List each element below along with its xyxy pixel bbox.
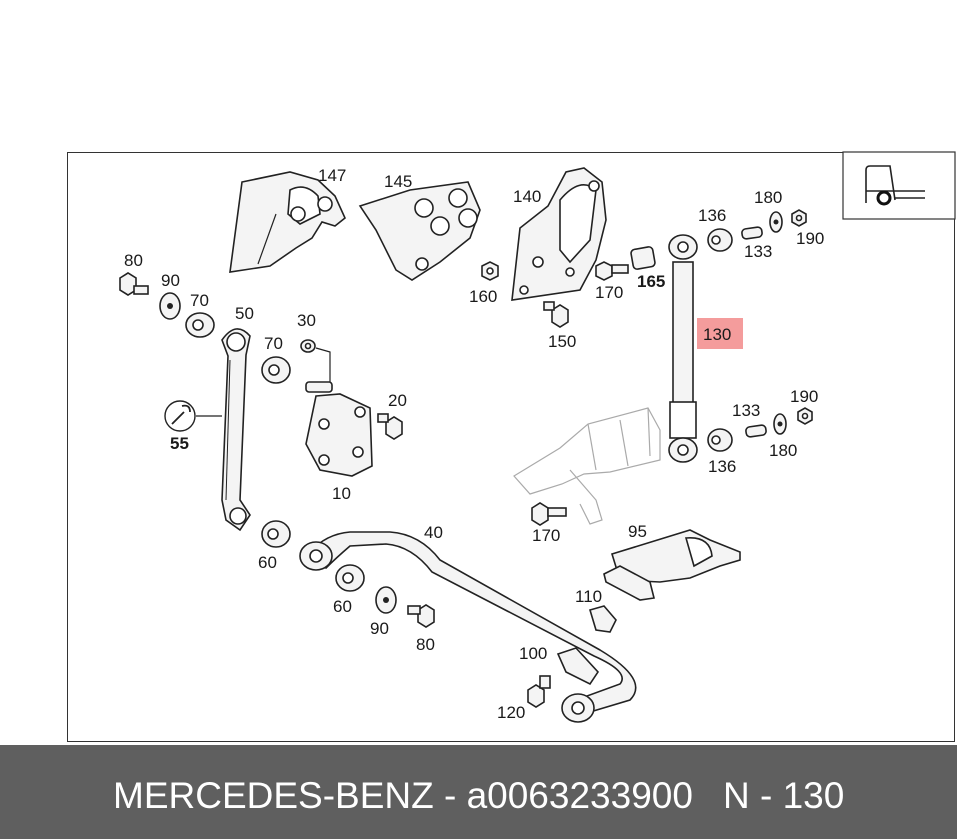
label-70-upper: 70 bbox=[190, 291, 209, 310]
bolt-80-lower[interactable] bbox=[407, 604, 435, 628]
brand-part-number: MERCEDES-BENZ - a0063233900 bbox=[113, 775, 693, 816]
sleeve-165[interactable] bbox=[630, 246, 656, 270]
label-90-lower: 90 bbox=[370, 619, 389, 638]
clamp-100[interactable] bbox=[556, 647, 600, 686]
bolt-170-upper[interactable] bbox=[595, 261, 629, 281]
label-60-middle: 60 bbox=[333, 597, 352, 616]
nut-190-lower[interactable] bbox=[797, 407, 813, 425]
lower-mount-context bbox=[513, 407, 661, 525]
sleeve-133-upper[interactable] bbox=[741, 226, 763, 240]
bushing-60-left[interactable] bbox=[261, 520, 291, 548]
washer-90-lower[interactable] bbox=[375, 586, 397, 614]
label-150: 150 bbox=[548, 332, 576, 351]
label-80-upper: 80 bbox=[124, 251, 143, 270]
bushing-70-upper[interactable] bbox=[185, 312, 215, 338]
label-120: 120 bbox=[497, 703, 525, 722]
bushing-70-middle[interactable] bbox=[261, 356, 291, 384]
label-136-upper: 136 bbox=[698, 206, 726, 225]
link-rod-50[interactable] bbox=[221, 328, 251, 532]
clamp-95[interactable] bbox=[603, 529, 741, 601]
bushing-60-middle[interactable] bbox=[335, 564, 365, 592]
washer-180-lower[interactable] bbox=[773, 413, 787, 435]
footer-bar: MERCEDES-BENZ - a0063233900 N - 130 bbox=[0, 745, 957, 839]
label-40: 40 bbox=[424, 523, 443, 542]
label-133-lower: 133 bbox=[732, 401, 760, 420]
label-130: 130 bbox=[703, 325, 731, 344]
label-165: 165 bbox=[637, 272, 665, 291]
highlight-130 bbox=[697, 318, 743, 349]
label-95: 95 bbox=[628, 522, 647, 541]
bolt-20[interactable] bbox=[377, 413, 403, 440]
label-60-left: 60 bbox=[258, 553, 277, 572]
label-180-upper: 180 bbox=[754, 188, 782, 207]
nut-190-upper[interactable] bbox=[791, 209, 807, 227]
bracket-145[interactable] bbox=[358, 181, 481, 281]
label-147: 147 bbox=[318, 166, 346, 185]
shock-absorber-130[interactable] bbox=[668, 234, 698, 463]
nut-110[interactable] bbox=[589, 605, 617, 633]
label-140: 140 bbox=[513, 187, 541, 206]
label-133-upper: 133 bbox=[744, 242, 772, 261]
label-70-middle: 70 bbox=[264, 334, 283, 353]
vehicle-locator-inset bbox=[842, 151, 956, 220]
bushing-136-lower[interactable] bbox=[707, 428, 733, 452]
label-145: 145 bbox=[384, 172, 412, 191]
label-170-lower: 170 bbox=[532, 526, 560, 545]
wrench-icon-55 bbox=[164, 400, 222, 432]
nut-30[interactable] bbox=[300, 339, 331, 384]
bushing-136-upper[interactable] bbox=[707, 228, 733, 252]
label-80-lower: 80 bbox=[416, 635, 435, 654]
stabilizer-bar-40[interactable] bbox=[299, 531, 637, 723]
bolt-150[interactable] bbox=[543, 301, 569, 328]
label-30: 30 bbox=[297, 311, 316, 330]
label-110: 110 bbox=[575, 587, 602, 606]
label-50: 50 bbox=[235, 304, 254, 323]
position-number: N - 130 bbox=[723, 775, 845, 816]
washer-180-upper[interactable] bbox=[769, 211, 783, 233]
diagram-frame bbox=[67, 152, 955, 742]
bolt-80-upper[interactable] bbox=[119, 272, 149, 296]
nut-160[interactable] bbox=[481, 261, 499, 281]
label-190-lower: 190 bbox=[790, 387, 818, 406]
label-55: 55 bbox=[170, 434, 189, 453]
label-90-upper: 90 bbox=[161, 271, 180, 290]
bracket-140[interactable] bbox=[511, 167, 607, 301]
label-10: 10 bbox=[332, 484, 351, 503]
bolt-170-lower[interactable] bbox=[531, 502, 567, 526]
label-136-lower: 136 bbox=[708, 457, 736, 476]
label-100: 100 bbox=[519, 644, 547, 663]
label-180-lower: 180 bbox=[769, 441, 797, 460]
label-170-upper: 170 bbox=[595, 283, 623, 302]
bracket-147[interactable] bbox=[229, 171, 346, 273]
bolt-120[interactable] bbox=[527, 675, 551, 708]
parts-diagram: 147 145 140 136 180 190 133 165 160 170 … bbox=[119, 151, 956, 723]
bracket-10[interactable] bbox=[305, 381, 373, 477]
sleeve-133-lower[interactable] bbox=[745, 424, 767, 438]
label-190-upper: 190 bbox=[796, 229, 824, 248]
washer-90-upper[interactable] bbox=[159, 292, 181, 320]
label-160: 160 bbox=[469, 287, 497, 306]
label-20: 20 bbox=[388, 391, 407, 410]
